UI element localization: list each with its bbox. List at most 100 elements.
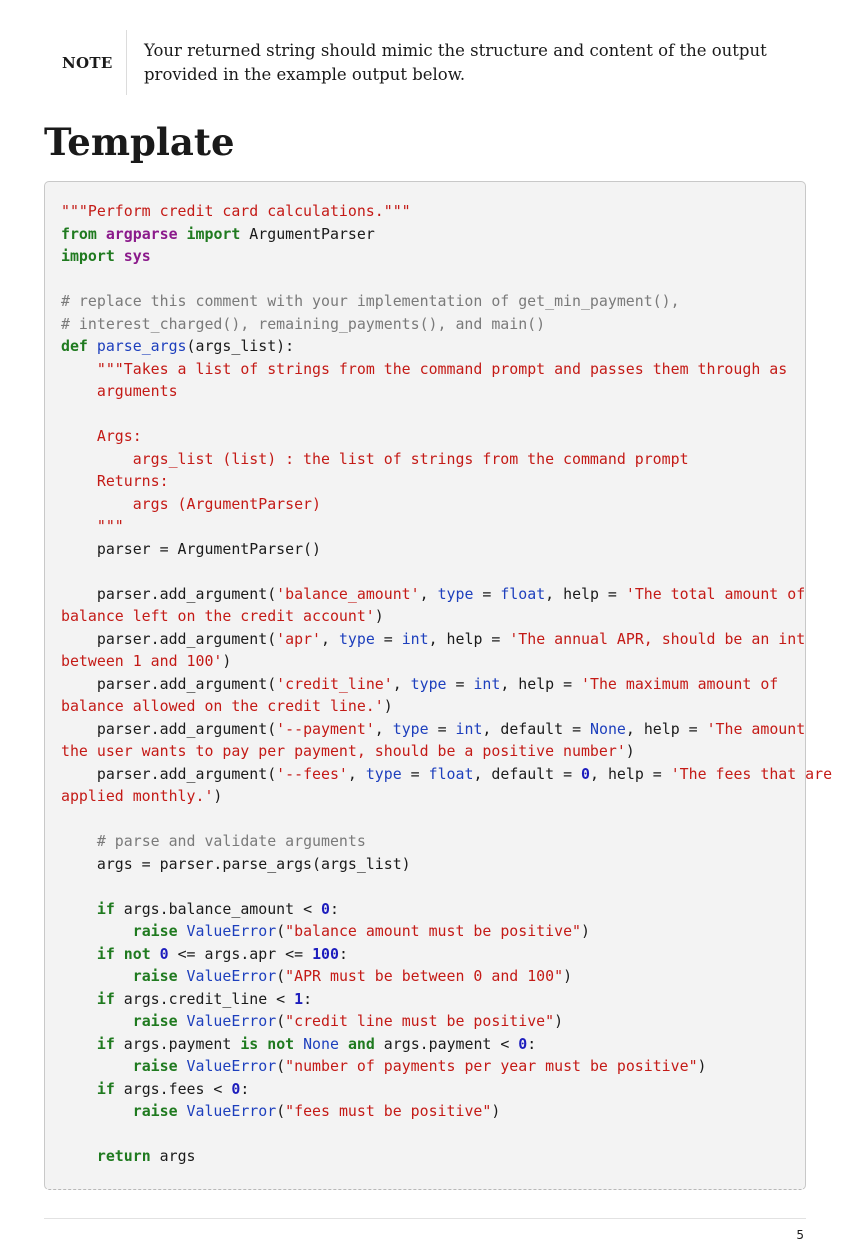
code-token-name: parser.add_argument( — [61, 584, 277, 603]
code-token-builtin-name: float — [500, 584, 546, 603]
code-line: if args.balance_amount < 0: — [61, 898, 832, 921]
code-token-name: args.balance_amount < — [114, 899, 322, 918]
code-line: from argparse import ArgumentParser — [61, 223, 832, 246]
code-token-keyword: if — [96, 1034, 115, 1053]
code-line: raise ValueError("balance amount must be… — [61, 920, 832, 943]
code-token-name — [178, 225, 187, 243]
code-token-string: balance allowed on the credit line.' — [61, 697, 384, 715]
code-token-string: between 1 and 100' — [61, 652, 223, 670]
code-token-keyword: raise — [132, 1102, 178, 1120]
code-token-name: , help = — [428, 629, 510, 648]
code-token-name — [88, 337, 97, 355]
code-token-name: ) — [374, 607, 384, 625]
code-token-keyword: return — [96, 1147, 151, 1165]
code-token-name: args.credit_line < — [114, 989, 295, 1008]
code-line: parser.add_argument('credit_line', type … — [61, 673, 832, 696]
code-token-name — [151, 945, 160, 963]
code-token-keyword: import — [186, 224, 241, 243]
code-token-name: : — [527, 1034, 537, 1053]
code-token-string: """Perform credit card calculations.""" — [61, 202, 411, 220]
code-token-name: = — [428, 719, 456, 738]
code-token-builtin-name: None — [303, 1034, 339, 1053]
code-token-keyword: if — [96, 944, 115, 963]
code-token-name: , — [392, 674, 411, 693]
code-line: Returns: — [61, 470, 832, 493]
code-token-name — [61, 990, 97, 1008]
code-line: """Perform credit card calculations.""" — [61, 200, 832, 223]
code-token-name: <= args.apr <= — [168, 944, 313, 963]
code-line — [61, 560, 832, 583]
code-token-name: : — [240, 1079, 250, 1098]
code-token-builtin-name: ValueError — [186, 1102, 277, 1120]
code-token-name — [178, 1102, 187, 1120]
code-token-string: applied monthly.' — [61, 787, 214, 805]
code-token-keyword: raise — [132, 922, 178, 940]
code-token-name — [61, 360, 97, 378]
code-token-string: args (ArgumentParser) — [61, 494, 321, 513]
code-token-name: = — [374, 629, 402, 648]
code-token-string: Args: — [61, 427, 142, 445]
code-line: args (ArgumentParser) — [61, 493, 832, 516]
code-line: parser = ArgumentParser() — [61, 538, 832, 561]
code-token-name: ArgumentParser — [240, 224, 375, 243]
code-token-name — [61, 1147, 97, 1165]
code-token-string: "fees must be positive" — [285, 1102, 492, 1120]
code-line: if args.credit_line < 1: — [61, 988, 832, 1011]
code-line: raise ValueError("APR must be between 0 … — [61, 965, 832, 988]
code-token-string: '--fees' — [276, 764, 348, 783]
code-token-keyword-light: is not — [240, 1034, 295, 1053]
code-token-number: 0 — [159, 944, 169, 963]
code-token-builtin-name: type — [392, 719, 429, 738]
code-line: if not 0 <= args.apr <= 100: — [61, 943, 832, 966]
code-token-name — [115, 247, 124, 265]
code-token-name: , help = — [590, 764, 671, 783]
code-token-keyword: raise — [132, 1057, 178, 1075]
code-line: applied monthly.') — [61, 785, 832, 808]
code-token-keyword: from — [61, 224, 97, 243]
code-token-string: 'credit_line' — [276, 674, 393, 693]
code-line — [61, 403, 832, 426]
code-token-name — [61, 1057, 133, 1075]
code-token-string: balance left on the credit account' — [61, 607, 375, 625]
code-line: def parse_args(args_list): — [61, 335, 832, 358]
code-listing: """Perform credit card calculations.""" f… — [61, 200, 832, 1168]
code-token-name — [61, 1080, 97, 1098]
code-line: arguments — [61, 380, 832, 403]
code-token-name: ( — [276, 1012, 286, 1030]
code-token-string: arguments — [61, 382, 178, 400]
code-token-name — [61, 1102, 133, 1120]
code-token-keyword: raise — [132, 967, 178, 985]
code-token-name: ) — [383, 697, 393, 715]
code-token-name: , help = — [500, 674, 582, 693]
code-token-string: 'The total amount of — [625, 584, 806, 603]
code-line: parser.add_argument('balance_amount', ty… — [61, 583, 832, 606]
code-line: args_list (list) : the list of strings f… — [61, 448, 832, 471]
code-line: if args.fees < 0: — [61, 1078, 832, 1101]
code-token-string: "APR must be between 0 and 100" — [285, 967, 564, 985]
code-token-module: sys — [123, 247, 151, 265]
code-token-string: the user wants to pay per payment, shoul… — [61, 742, 626, 760]
code-token-builtin-name: type — [410, 674, 447, 693]
code-line: balance left on the credit account') — [61, 605, 832, 628]
code-token-string: args_list (list) : the list of strings f… — [61, 449, 689, 468]
code-token-name: , — [321, 629, 339, 648]
code-token-name — [115, 945, 124, 963]
code-line: # parse and validate arguments — [61, 830, 832, 853]
code-token-function: parse_args — [96, 337, 187, 355]
code-token-name — [178, 922, 187, 940]
code-token-string: 'The maximum amount of — [581, 674, 779, 693]
code-token-name: parser.add_argument( — [61, 629, 277, 648]
code-token-string: 'The fees that are — [670, 764, 833, 783]
code-token-builtin-name: type — [365, 764, 402, 783]
code-line — [61, 808, 832, 831]
code-token-name — [61, 1035, 97, 1053]
code-token-number: 0 — [581, 764, 591, 783]
code-block: """Perform credit card calculations.""" f… — [44, 181, 832, 1190]
code-token-builtin-name: None — [590, 719, 626, 738]
code-token-name — [97, 225, 106, 243]
code-token-name: ( — [276, 922, 286, 940]
note-callout: NOTE Your returned string should mimic t… — [44, 30, 806, 95]
code-token-name: , default = — [482, 719, 591, 738]
note-divider — [126, 30, 127, 95]
code-token-name: , — [347, 764, 366, 783]
